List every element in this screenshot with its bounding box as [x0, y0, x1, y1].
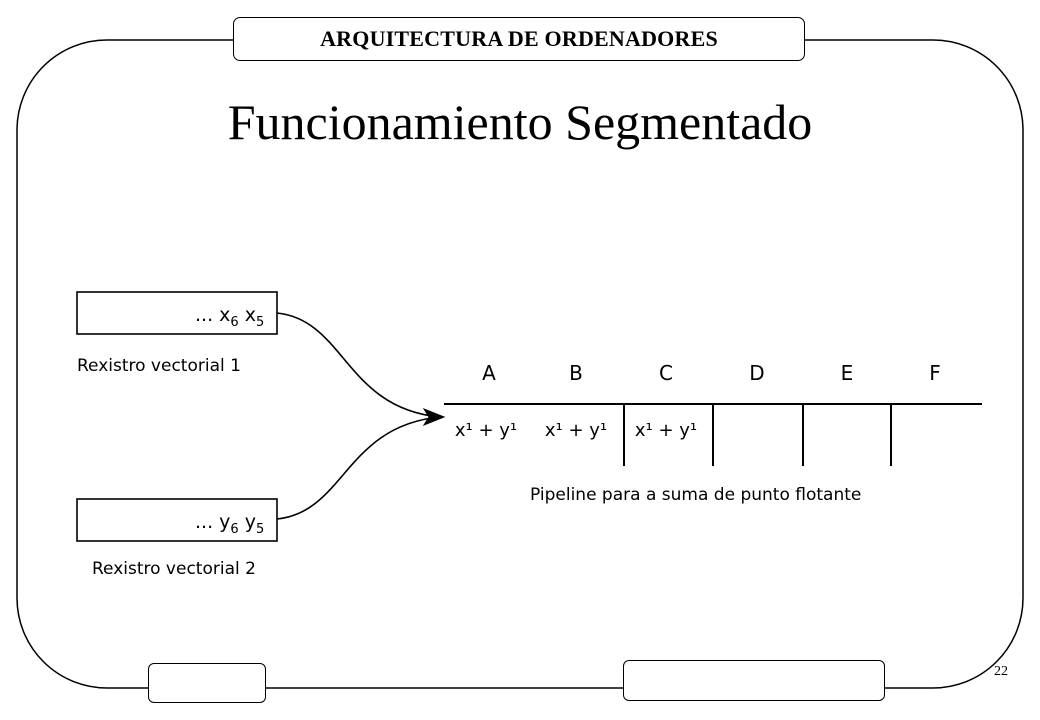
course-title: ARQUITECTURA DE ORDENADORES [320, 26, 718, 51]
stage-label: A [482, 361, 496, 385]
feed-curve-register-2 [276, 416, 441, 520]
footer-box-left [148, 663, 266, 703]
slide-title: Funcionamiento Segmentado [227, 94, 813, 150]
register-2-contents: ... y6 y5 [195, 511, 264, 537]
stage-cell: x¹ + y¹ [455, 420, 517, 441]
register-1-contents: ... x6 x5 [195, 304, 264, 330]
vector-register-2: ... y6 y5 Rexistro vectorial 2 [76, 498, 278, 579]
register-2-caption: Rexistro vectorial 2 [92, 559, 256, 579]
stage-cell: x¹ + y¹ [635, 420, 697, 441]
footer-box-right [623, 660, 885, 701]
feed-curve-register-1 [276, 312, 441, 418]
arrow-head [422, 407, 446, 427]
course-title-tab: ARQUITECTURA DE ORDENADORES [233, 17, 805, 61]
vector-register-1: ... x6 x5 Rexistro vectorial 1 [76, 291, 278, 376]
stage-label: E [841, 361, 854, 385]
page-number: 22 [994, 664, 1008, 679]
pipeline-caption: Pipeline para a suma de punto flotante [530, 485, 861, 505]
stage-label: D [749, 361, 764, 385]
stage-label: B [569, 361, 583, 385]
stage-label: F [929, 361, 941, 385]
stage-label: C [659, 361, 673, 385]
register-1-caption: Rexistro vectorial 1 [77, 356, 241, 376]
pipeline: A B C D E F x¹ + y¹ x¹ + y¹ x¹ + y¹ Pipe… [444, 361, 982, 505]
stage-cell: x¹ + y¹ [545, 420, 607, 441]
